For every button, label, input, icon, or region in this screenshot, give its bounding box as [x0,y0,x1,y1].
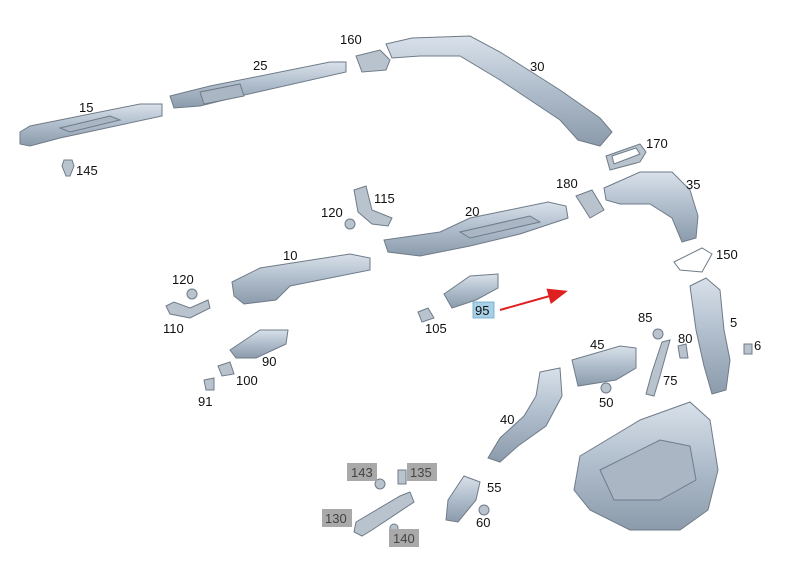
part-110-bracket[interactable] [165,299,211,319]
part-100-clip[interactable] [217,361,235,377]
unavailable-box-143 [347,463,377,481]
part-115-bracket[interactable] [353,185,393,227]
part-95-bracket[interactable] [443,273,499,309]
part-50-screw[interactable] [600,382,612,394]
part-143-screw[interactable] [374,478,386,490]
part-15-duct[interactable] [19,103,163,147]
label-115[interactable]: 115 [374,191,395,206]
part-40-duct[interactable] [487,367,563,463]
part-130-bracket[interactable] [353,491,415,537]
label-130[interactable]: 130 [325,511,347,526]
label-10[interactable]: 10 [283,248,297,263]
part-80-clip[interactable] [677,343,689,359]
part-20-duct[interactable] [383,201,569,257]
label-160[interactable]: 160 [340,32,362,47]
part-75-bracket[interactable] [645,339,671,397]
highlight-arrow [499,288,568,311]
label-85[interactable]: 85 [638,310,652,325]
label-110[interactable]: 110 [163,321,184,336]
label-150[interactable]: 150 [716,247,738,262]
label-135[interactable]: 135 [410,465,432,480]
label-100[interactable]: 100 [236,373,258,388]
unavailable-box-130 [322,509,352,527]
part-145-screw[interactable] [61,159,75,177]
part-120-clip-lower[interactable] [186,288,198,300]
label-15[interactable]: 15 [79,100,93,115]
part-105-clip[interactable] [417,307,435,323]
label-95[interactable]: 95 [475,303,489,318]
label-30[interactable]: 30 [530,59,544,74]
label-5[interactable]: 5 [730,315,737,330]
highlight-box-95 [472,301,495,319]
label-170[interactable]: 170 [646,136,668,151]
label-105[interactable]: 105 [425,321,447,336]
label-91[interactable]: 91 [198,394,212,409]
label-45[interactable]: 45 [590,337,604,352]
part-45-housing[interactable] [571,345,637,387]
part-120-clip-upper[interactable] [344,218,356,230]
label-25[interactable]: 25 [253,58,267,73]
part-55-bracket[interactable] [445,475,481,523]
label-120-upper[interactable]: 120 [321,205,343,220]
part-10-duct[interactable] [231,253,371,305]
label-145[interactable]: 145 [76,163,98,178]
part-85-screw[interactable] [652,328,664,340]
label-50[interactable]: 50 [599,395,613,410]
label-80[interactable]: 80 [678,331,692,346]
label-120-lower[interactable]: 120 [172,272,194,287]
part-30-duct[interactable] [385,35,613,147]
label-75[interactable]: 75 [663,373,677,388]
part-25-duct[interactable] [169,61,347,109]
unavailable-box-135 [407,463,437,481]
part-35-duct[interactable] [603,171,699,243]
label-140[interactable]: 140 [393,531,415,546]
part-6-clip[interactable] [743,343,753,355]
part-160-clip[interactable] [355,49,391,73]
part-150-frame[interactable] [673,247,713,273]
part-180-clip[interactable] [575,189,605,219]
label-40[interactable]: 40 [500,412,514,427]
part-5-duct[interactable] [689,277,731,395]
label-60[interactable]: 60 [476,515,490,530]
part-60-clip[interactable] [478,504,490,516]
label-180[interactable]: 180 [556,176,578,191]
part-170-frame[interactable] [605,143,647,171]
label-90[interactable]: 90 [262,354,276,369]
label-6[interactable]: 6 [754,338,761,353]
unavailable-box-140 [389,529,419,547]
part-91-screw[interactable] [203,377,215,391]
label-143[interactable]: 143 [351,465,373,480]
hvac-unit[interactable] [573,401,719,531]
label-20[interactable]: 20 [465,204,479,219]
part-90-holder[interactable] [229,329,289,359]
part-135-screw[interactable] [397,469,407,485]
label-35[interactable]: 35 [686,177,700,192]
label-55[interactable]: 55 [487,480,501,495]
